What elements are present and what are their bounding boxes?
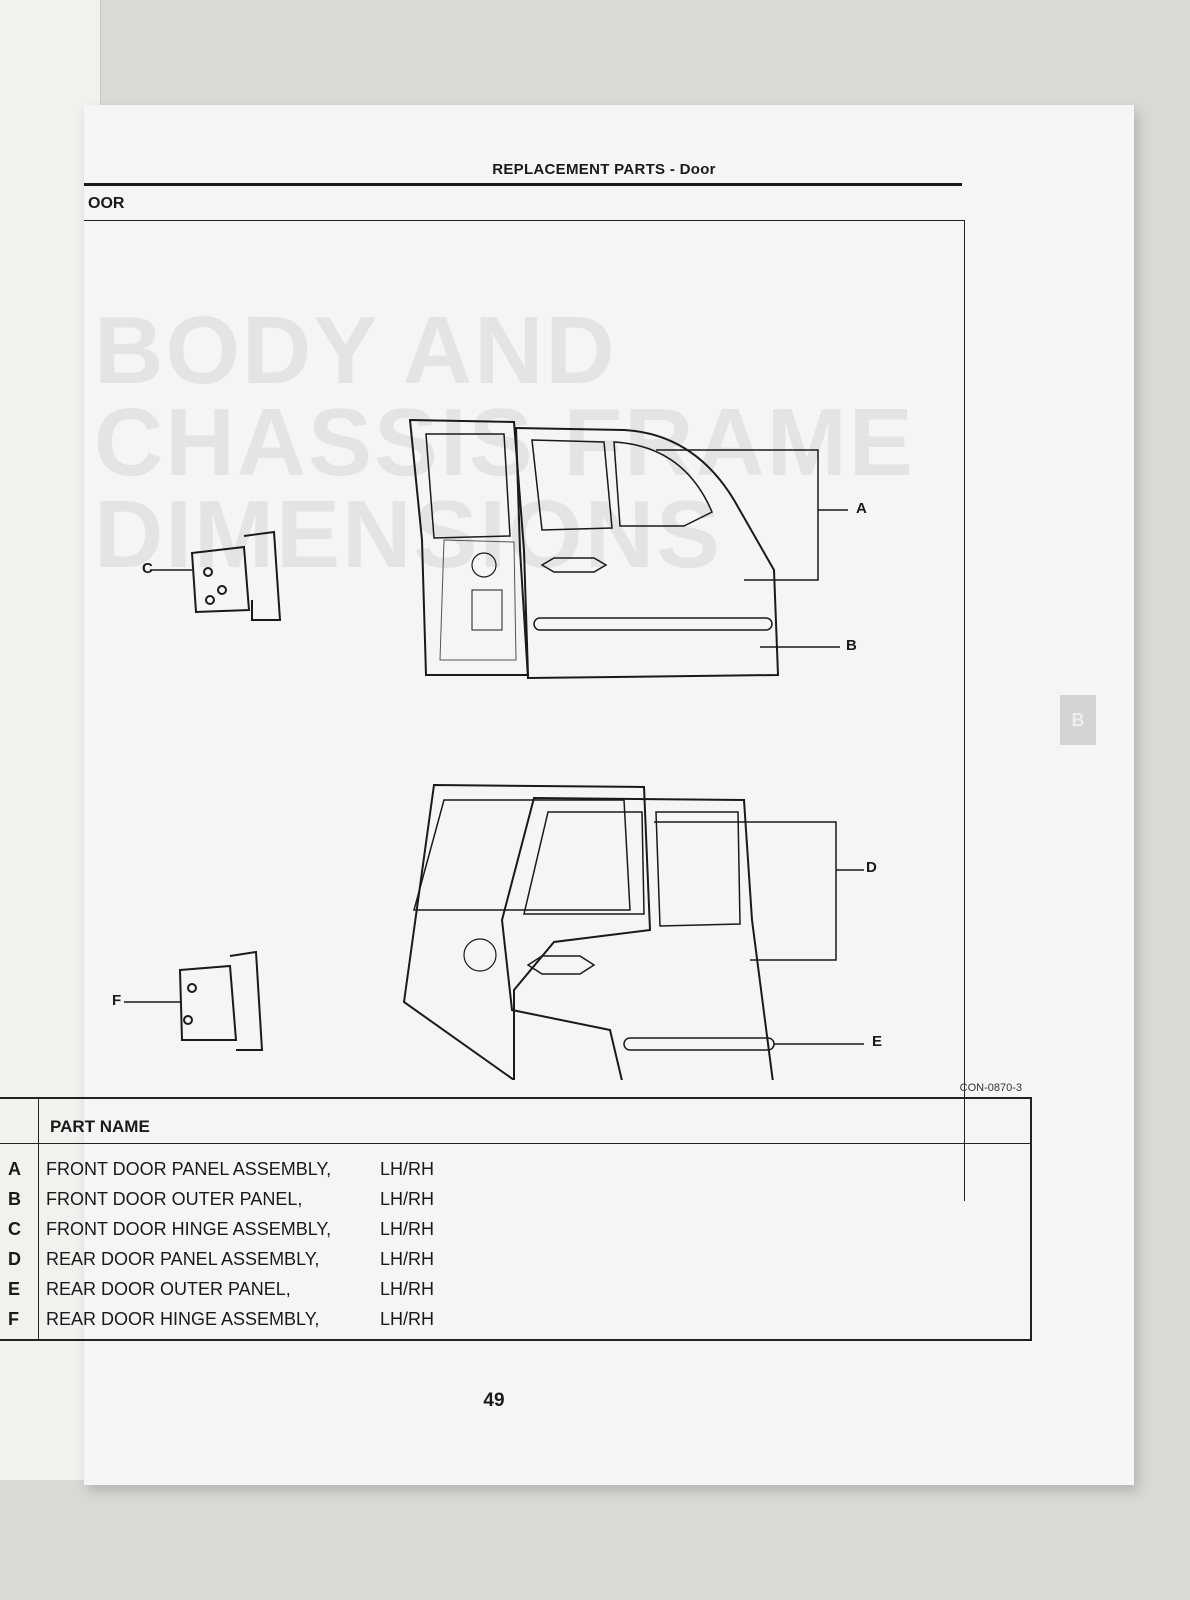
part-code: F <box>8 1309 19 1329</box>
part-code: E <box>8 1279 21 1299</box>
part-side: LH/RH <box>380 1309 435 1329</box>
column-header-part-name: PART NAME <box>50 1117 150 1136</box>
rear-door-outer-panel <box>500 796 775 1080</box>
part-code: D <box>8 1249 21 1269</box>
callout-leaders-front <box>656 449 848 648</box>
part-side: LH/RH <box>380 1219 435 1239</box>
section-title: OOR <box>88 195 125 212</box>
page-header-title: REPLACEMENT PARTS - Door <box>492 161 716 178</box>
callout-label-f: F <box>112 992 122 1009</box>
table-row: D REAR DOOR PANEL ASSEMBLY, LH/RH <box>0 1245 1030 1275</box>
part-code: C <box>8 1219 21 1239</box>
watermark-line: CHASSIS FRAME <box>94 389 915 496</box>
door-parts-diagram <box>124 418 864 1080</box>
parts-table-header: PART NAME <box>0 1099 1030 1144</box>
part-side: LH/RH <box>380 1189 435 1209</box>
callout-label-e: E <box>872 1033 883 1050</box>
figure-frame <box>84 220 965 1201</box>
table-row: E REAR DOOR OUTER PANEL, LH/RH <box>0 1275 1030 1305</box>
part-side: LH/RH <box>380 1279 435 1299</box>
part-name: REAR DOOR HINGE ASSEMBLY, <box>46 1309 320 1329</box>
part-name: FRONT DOOR PANEL ASSEMBLY, <box>46 1159 332 1179</box>
callout-label-a: A <box>856 500 867 517</box>
page-number: 49 <box>483 1390 505 1411</box>
manual-page: REPLACEMENT PARTS - Door OOR BODY AND CH… <box>0 105 1134 1485</box>
callout-leaders-rear <box>654 821 864 1045</box>
watermark-line: BODY AND <box>94 297 617 404</box>
part-name: FRONT DOOR OUTER PANEL, <box>46 1189 303 1209</box>
front-door-outer-panel <box>514 426 780 680</box>
header-rule <box>84 183 962 186</box>
part-name: REAR DOOR OUTER PANEL, <box>46 1279 291 1299</box>
part-side: LH/RH <box>380 1249 435 1269</box>
callout-label-b: B <box>846 637 857 654</box>
part-code: B <box>8 1189 21 1209</box>
table-row: B FRONT DOOR OUTER PANEL, LH/RH <box>0 1185 1030 1215</box>
front-door-hinge <box>150 530 282 621</box>
callout-label-c: C <box>142 560 153 577</box>
code-column-divider <box>38 1099 39 1339</box>
part-code: A <box>8 1159 21 1179</box>
rear-door-inner-panel <box>402 783 652 1080</box>
section-tab: B <box>1060 695 1096 745</box>
watermark: BODY AND CHASSIS FRAME DIMENSIONS <box>94 297 954 588</box>
table-row: C FRONT DOOR HINGE ASSEMBLY, LH/RH <box>0 1215 1030 1245</box>
front-door-inner-panel <box>408 418 530 676</box>
watermark-line: DIMENSIONS <box>94 481 723 588</box>
parts-table: PART NAME A FRONT DOOR PANEL ASSEMBLY, L… <box>0 1097 1032 1341</box>
part-name: FRONT DOOR HINGE ASSEMBLY, <box>46 1219 332 1239</box>
figure-code: CON-0870-3 <box>959 1082 1022 1094</box>
part-side: LH/RH <box>380 1159 435 1179</box>
table-row: A FRONT DOOR PANEL ASSEMBLY, LH/RH <box>0 1155 1030 1185</box>
part-name: REAR DOOR PANEL ASSEMBLY, <box>46 1249 320 1269</box>
table-row: F REAR DOOR HINGE ASSEMBLY, LH/RH <box>0 1305 1030 1335</box>
callout-label-d: D <box>866 859 877 876</box>
rear-door-hinge <box>124 950 264 1051</box>
